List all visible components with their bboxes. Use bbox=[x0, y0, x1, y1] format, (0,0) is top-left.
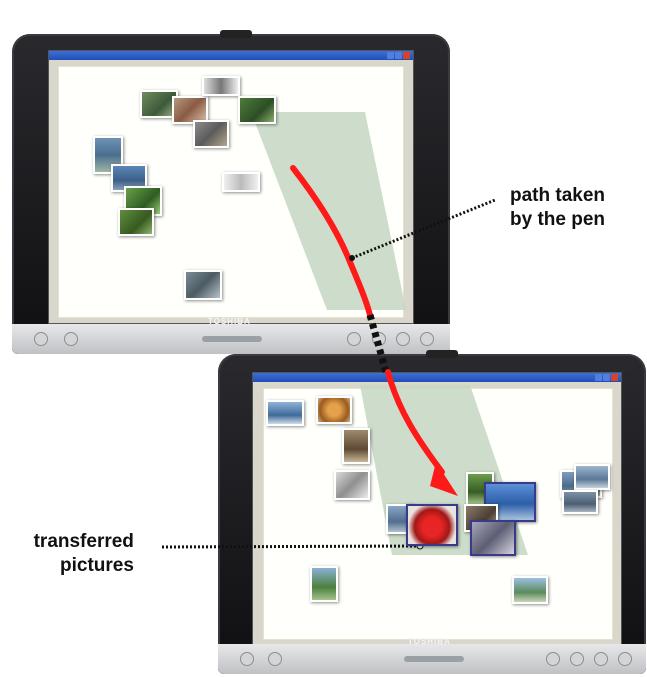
top-right-button-1[interactable] bbox=[347, 332, 361, 346]
photo-thumbnail[interactable] bbox=[512, 576, 548, 604]
pen-arrowhead bbox=[430, 462, 458, 496]
photo-thumbnail[interactable] bbox=[310, 566, 338, 602]
top-tablet-handle bbox=[202, 336, 262, 342]
pen-path-top bbox=[290, 165, 373, 318]
top-left-button-1[interactable] bbox=[34, 332, 48, 346]
transferred-photo[interactable] bbox=[406, 504, 458, 546]
bottom-window-titlebar bbox=[253, 373, 621, 382]
transferred-label-line-2: pictures bbox=[60, 555, 134, 576]
top-tablet-hinge bbox=[220, 30, 252, 38]
top-brand-label: TOSHIBA bbox=[208, 317, 251, 326]
photo-thumbnail[interactable] bbox=[202, 76, 240, 96]
top-window-titlebar bbox=[49, 51, 413, 60]
bottom-right-button-4[interactable] bbox=[618, 652, 632, 666]
photo-thumbnail[interactable] bbox=[574, 464, 610, 490]
photo-thumbnail[interactable] bbox=[342, 428, 370, 464]
minimize-icon[interactable] bbox=[387, 52, 394, 59]
photo-thumbnail[interactable] bbox=[222, 172, 260, 192]
bottom-brand-label: TOSHIBA bbox=[408, 637, 451, 646]
bottom-right-button-3[interactable] bbox=[594, 652, 608, 666]
pen-path-connector bbox=[366, 314, 390, 373]
path-label: path taken by the pen bbox=[510, 184, 605, 232]
minimize-icon[interactable] bbox=[595, 374, 602, 381]
top-left-button-2[interactable] bbox=[64, 332, 78, 346]
bottom-tablet-hinge bbox=[426, 350, 458, 358]
transferred-label-leader bbox=[161, 544, 421, 549]
bottom-right-button-2[interactable] bbox=[570, 652, 584, 666]
photo-thumbnail[interactable] bbox=[193, 120, 229, 148]
transferred-photo[interactable] bbox=[470, 520, 516, 556]
bottom-tablet-handle bbox=[404, 656, 464, 662]
maximize-icon[interactable] bbox=[395, 52, 402, 59]
maximize-icon[interactable] bbox=[603, 374, 610, 381]
photo-thumbnail[interactable] bbox=[184, 270, 222, 300]
close-icon[interactable] bbox=[611, 374, 618, 381]
photo-thumbnail[interactable] bbox=[562, 490, 598, 514]
pen-path-bottom bbox=[385, 369, 445, 475]
bottom-tablet-bezel bbox=[218, 644, 646, 674]
path-leader-end bbox=[349, 255, 355, 261]
photo-thumbnail[interactable] bbox=[172, 96, 208, 124]
photo-thumbnail[interactable] bbox=[316, 396, 352, 424]
transferred-label: transferred pictures bbox=[30, 530, 134, 578]
photo-thumbnail[interactable] bbox=[266, 400, 304, 426]
bottom-left-button-1[interactable] bbox=[240, 652, 254, 666]
path-label-line-2: by the pen bbox=[510, 209, 606, 230]
bottom-left-button-2[interactable] bbox=[268, 652, 282, 666]
photo-thumbnail[interactable] bbox=[334, 470, 370, 500]
path-label-line-1: path taken bbox=[510, 185, 606, 206]
close-icon[interactable] bbox=[403, 52, 410, 59]
top-right-button-3[interactable] bbox=[396, 332, 410, 346]
path-label-leader bbox=[351, 198, 496, 260]
bottom-right-button-1[interactable] bbox=[546, 652, 560, 666]
top-right-button-4[interactable] bbox=[420, 332, 434, 346]
photo-thumbnail[interactable] bbox=[238, 96, 276, 124]
top-shadow-region bbox=[251, 112, 406, 310]
transferred-label-line-1: transferred bbox=[33, 531, 134, 552]
photo-thumbnail[interactable] bbox=[118, 208, 154, 236]
top-tablet-bezel bbox=[12, 324, 450, 354]
